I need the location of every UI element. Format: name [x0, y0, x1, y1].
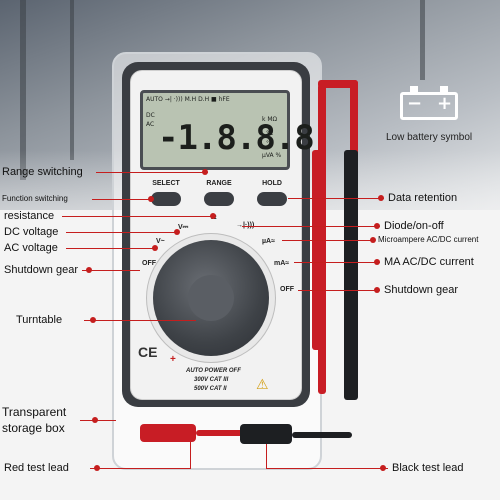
- leader-line: [190, 442, 191, 469]
- callout-dc-voltage: DC voltage: [4, 226, 59, 238]
- leader-line: [80, 420, 116, 421]
- red-lead-cable: [196, 430, 276, 436]
- black-lead-cable: [292, 432, 352, 438]
- leader-line: [92, 199, 152, 200]
- leader-line: [266, 444, 267, 469]
- leader-line: [66, 232, 178, 233]
- red-probe: [312, 150, 324, 350]
- leader-line: [266, 468, 388, 469]
- dial-pos-diode: →|·))): [236, 222, 254, 229]
- range-button-label: RANGE: [206, 180, 232, 187]
- leader-dot: [174, 229, 180, 235]
- leader-dot: [374, 223, 380, 229]
- red-jack-plus: +: [170, 354, 176, 365]
- dial-pos-off-left: OFF: [142, 260, 156, 267]
- dial-knob[interactable]: [188, 275, 234, 321]
- callout-turntable: Turntable: [16, 314, 63, 326]
- lcd-top-row: AUTO →| ·))) M.H D.H ■ hFE: [146, 96, 230, 103]
- leader-dot: [92, 417, 98, 423]
- callout-storage-line1: Transparent: [2, 405, 67, 419]
- leader-dot: [210, 213, 216, 219]
- leader-dot: [374, 287, 380, 293]
- leader-dot: [90, 317, 96, 323]
- select-button[interactable]: [151, 192, 181, 206]
- lcd-unit-kmo: k MΩ: [262, 116, 278, 123]
- callout-diode: Diode/on-off: [384, 220, 444, 232]
- leader-dot: [380, 465, 386, 471]
- cat3-text: 300V CAT III: [194, 377, 229, 383]
- leader-dot: [94, 465, 100, 471]
- leader-dot: [152, 245, 158, 251]
- select-button-label: SELECT: [152, 180, 180, 187]
- lcd-dc: DC: [146, 112, 155, 119]
- low-battery-label: Low battery symbol: [386, 132, 473, 143]
- ce-mark: CE: [138, 344, 158, 360]
- cat2-text: 500V CAT II: [194, 386, 227, 392]
- callout-range-switching: Range switching: [2, 166, 83, 178]
- leader-dot: [374, 259, 380, 265]
- auto-power-off-text: AUTO POWER OFF: [186, 368, 241, 374]
- dial-pos-v-ac: V~: [156, 238, 165, 245]
- leader-dot: [148, 196, 154, 202]
- leader-line: [298, 290, 380, 291]
- callout-shutdown-gear-left: Shutdown gear: [4, 264, 78, 276]
- callout-ma-current: MA AC/DC current: [384, 256, 474, 268]
- leader-dot: [202, 169, 208, 175]
- black-lead-plug: [240, 424, 292, 444]
- lcd-digits: -1.8.8.8: [158, 118, 315, 158]
- lcd-display: [140, 90, 290, 170]
- callout-resistance: resistance: [4, 210, 55, 222]
- leader-line: [282, 240, 374, 241]
- background-cable: [70, 0, 74, 160]
- range-button[interactable]: [204, 192, 234, 206]
- battery-icon: − +: [400, 92, 458, 120]
- leader-line: [62, 216, 214, 217]
- callout-red-test-lead: Red test lead: [4, 462, 69, 474]
- dial-pos-ma: mA≈: [274, 260, 290, 267]
- leader-dot: [370, 237, 376, 243]
- callout-storage-line2: storage box: [2, 421, 65, 435]
- leader-line: [242, 226, 380, 227]
- leader-line: [84, 320, 196, 321]
- leader-line: [96, 172, 208, 173]
- callout-ac-voltage: AC voltage: [4, 242, 58, 254]
- red-lead-cable: [350, 80, 358, 200]
- callout-data-retention: Data retention: [388, 192, 458, 204]
- leader-line: [294, 262, 380, 263]
- hold-button-label: HOLD: [262, 180, 282, 187]
- leader-line: [288, 198, 384, 199]
- lcd-unit-va: µVA %: [262, 152, 282, 159]
- battery-terminal: [410, 86, 418, 92]
- red-lead-plug: [140, 424, 196, 442]
- warning-icon: ⚠: [256, 376, 269, 392]
- callout-black-test-lead: Black test lead: [392, 462, 464, 474]
- battery-terminal: [440, 86, 448, 92]
- lcd-unit-c: °C: [266, 130, 274, 137]
- dial-pos-off-right: OFF: [280, 286, 294, 293]
- red-lead-cable: [318, 80, 358, 88]
- lcd-ac: AC: [146, 121, 155, 128]
- leader-line: [82, 270, 140, 271]
- callout-microampere: Microampere AC/DC current: [378, 235, 479, 244]
- hold-button[interactable]: [257, 192, 287, 206]
- background-cable: [420, 0, 425, 80]
- leader-line: [66, 248, 156, 249]
- leader-dot: [86, 267, 92, 273]
- dial-pos-ua: µA≈: [262, 238, 275, 245]
- callout-function-switching: Function switching: [2, 194, 68, 203]
- black-probe: [344, 150, 358, 400]
- dial-pos-v-dc: V⎓: [178, 224, 189, 231]
- leader-dot: [378, 195, 384, 201]
- background-cable: [20, 0, 26, 180]
- callout-shutdown-gear-right: Shutdown gear: [384, 284, 458, 296]
- leader-line: [90, 468, 190, 469]
- lcd-unit-f: °F: [266, 140, 273, 147]
